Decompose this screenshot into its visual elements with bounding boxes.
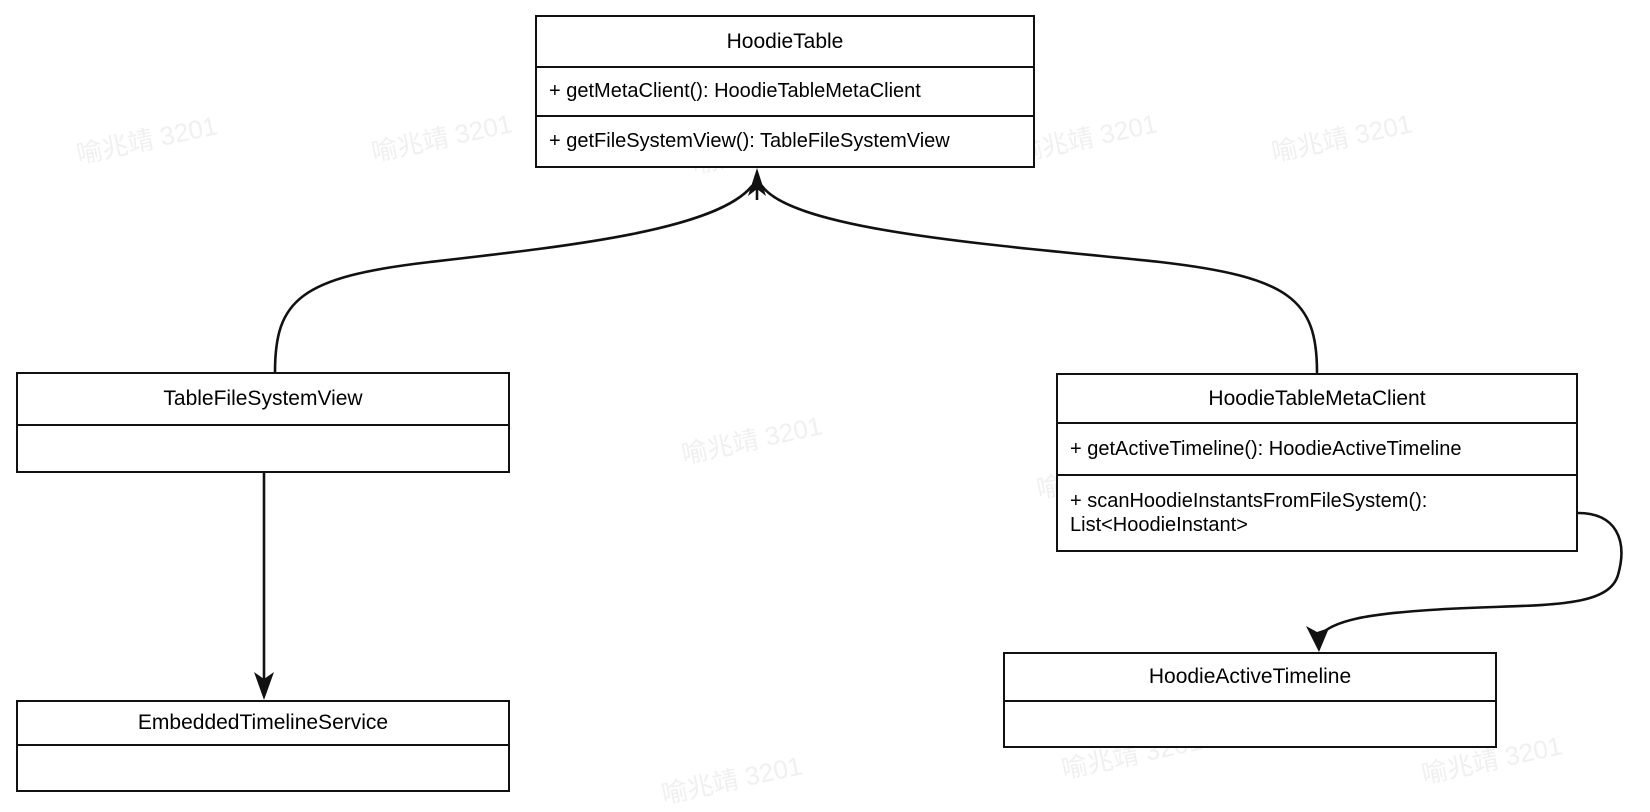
watermark-text: 喻兆靖 3201 [678,410,825,470]
arrowhead-into-hoodie-active-timeline [1306,626,1329,652]
class-box-embedded-timeline-service[interactable]: EmbeddedTimelineService [16,700,510,792]
watermark-text: 喻兆靖 3201 [658,750,805,810]
method-line: + getActiveTimeline(): HoodieActiveTimel… [1070,437,1462,460]
method-line: + scanHoodieInstantsFromFileSystem(): Li… [1070,489,1428,536]
edge-hoodietablemetaclient-to-hoodietable [760,184,1319,374]
class-box-hoodie-active-timeline[interactable]: HoodieActiveTimeline [1003,652,1497,748]
class-box-hoodie-table-meta-client[interactable]: HoodieTableMetaClient + getActiveTimelin… [1056,373,1578,552]
class-title-hoodie-table: HoodieTable [537,17,1033,69]
class-title-hoodie-table-meta-client: HoodieTableMetaClient [1058,375,1576,425]
method-line: + getMetaClient(): HoodieTableMetaClient [549,80,921,103]
watermark-text: 喻兆靖 3201 [73,110,220,170]
class-title-hoodie-active-timeline: HoodieActiveTimeline [1005,654,1495,702]
class-methods-hoodie-table-1: + getMetaClient(): HoodieTableMetaClient [537,68,1033,117]
watermark-text: 喻兆靖 3201 [368,108,515,168]
arrowhead-into-hoodie-table [748,168,766,196]
class-methods-embedded-timeline-service [18,746,508,790]
arrowhead-into-embedded-timeline-service [254,672,274,700]
method-line: + getFileSystemView(): TableFileSystemVi… [549,130,950,153]
class-methods-hoodie-table-meta-client-2: + scanHoodieInstantsFromFileSystem(): Li… [1058,476,1576,550]
class-box-hoodie-table[interactable]: HoodieTable + getMetaClient(): HoodieTab… [535,15,1035,168]
watermark-text: 喻兆靖 3201 [1268,108,1415,168]
class-box-table-file-system-view[interactable]: TableFileSystemView [16,372,510,473]
edge-tablefilesystemview-to-hoodietable [273,184,754,374]
class-methods-hoodie-table-2: + getFileSystemView(): TableFileSystemVi… [537,117,1033,166]
class-methods-table-file-system-view [18,426,508,471]
class-methods-hoodie-table-meta-client-1: + getActiveTimeline(): HoodieActiveTimel… [1058,424,1576,476]
class-methods-hoodie-active-timeline [1005,702,1495,746]
class-title-table-file-system-view: TableFileSystemView [18,374,508,426]
class-title-embedded-timeline-service: EmbeddedTimelineService [18,702,508,746]
